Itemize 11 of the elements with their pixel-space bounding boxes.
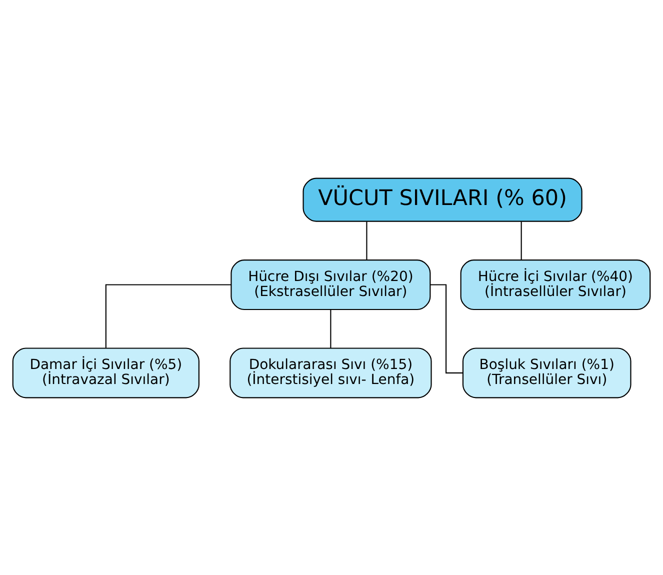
connector xyxy=(105,284,232,348)
connector xyxy=(520,221,522,260)
connector xyxy=(366,221,368,260)
connector xyxy=(430,284,463,373)
connector xyxy=(330,309,332,348)
node-box: Damar İçi Sıvılar (%5) (İntravazal Sıvılar) xyxy=(12,347,200,398)
node-box: Hücre Dışı Sıvılar (%20) (Ekstrasellüler Sıvılar) xyxy=(230,259,431,310)
node-box: Dokulararası Sıvı (%15) (İnterstisiyel sıvı- Lenfa) xyxy=(230,347,432,398)
node-box: Hücre İçi Sıvılar (%40) (İntrasellüler Sıvılar) xyxy=(460,259,651,310)
node-box: Boşluk Sıvıları (%1) (Transellüler Sıvı) xyxy=(462,347,632,398)
node-box: VÜCUT SIVILARI (% 60) xyxy=(302,177,582,222)
